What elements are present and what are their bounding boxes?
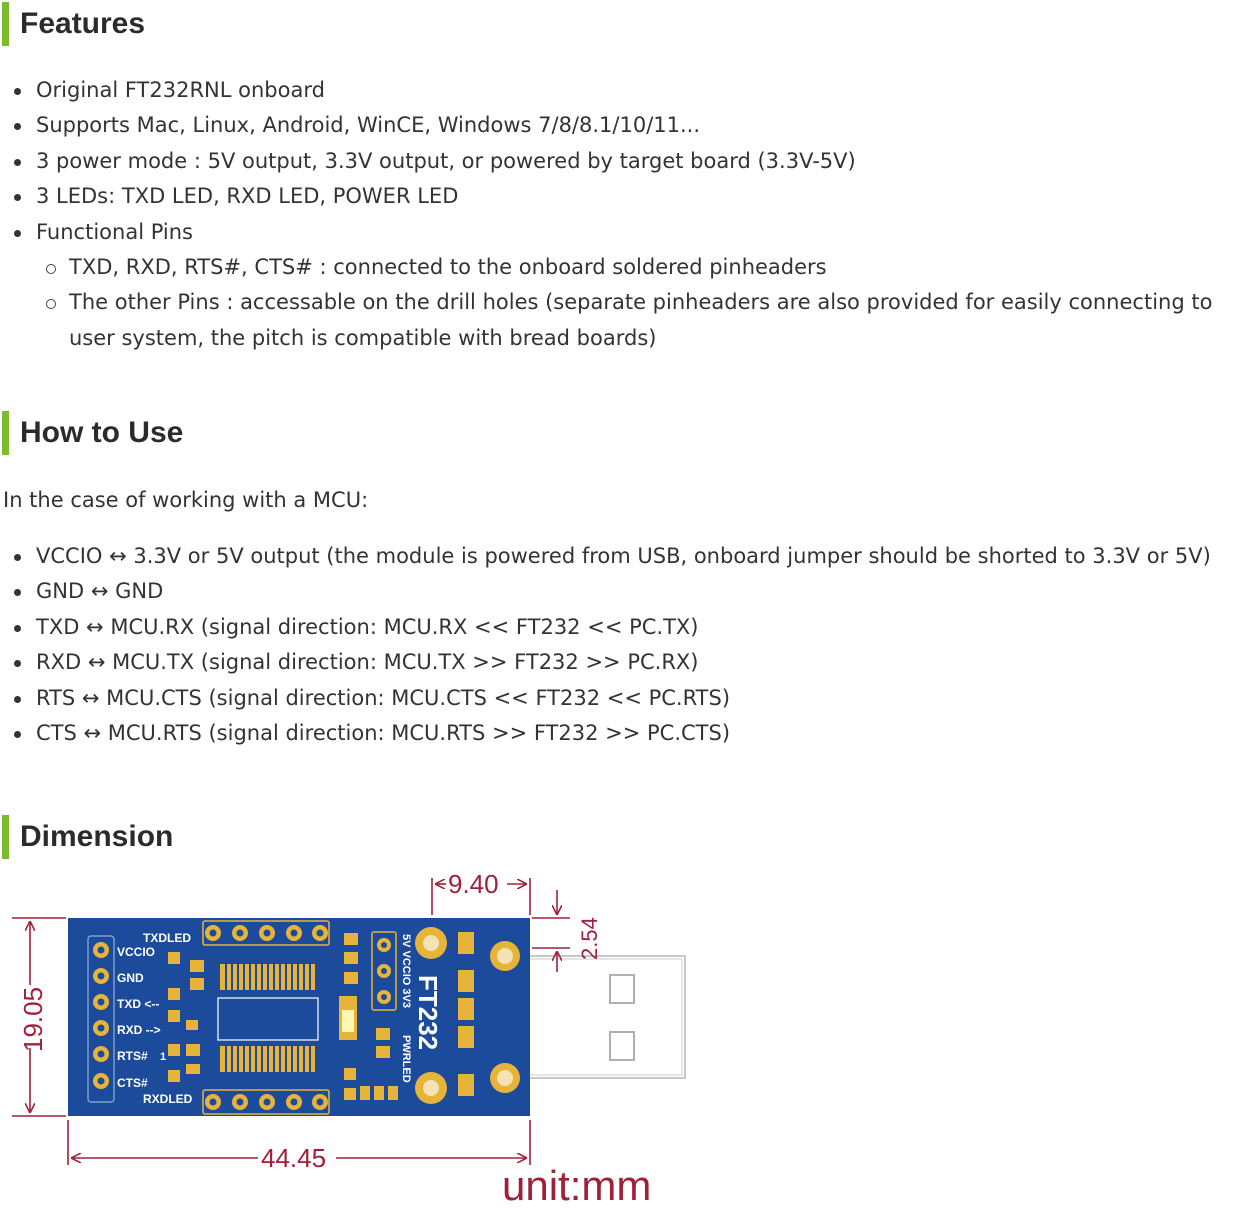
chip-label: FT232 — [413, 975, 443, 1050]
usb-connector — [499, 955, 686, 1079]
pin-label-rxd: RXD --> — [117, 1023, 161, 1037]
list-item: Supports Mac, Linux, Android, WinCE, Win… — [14, 108, 1236, 143]
dimension-drawing: VCCIO GND TXD <-- RXD --> RTS# CTS# TXDL… — [12, 869, 686, 1209]
list-item: TXD ↔ MCU.RX (signal direction: MCU.RX <… — [14, 610, 1211, 645]
unit-label: unit:mm — [502, 1162, 651, 1209]
list-item-label: Functional Pins — [36, 219, 193, 244]
dimension-lines — [12, 878, 570, 1165]
pwrled-label: PWRLED — [400, 1035, 412, 1083]
jumper-label: 5V VCCIO 3V3 — [400, 934, 412, 1008]
power-led — [342, 1010, 354, 1032]
dim-pitch-label: 2.54 — [577, 917, 602, 960]
list-item: VCCIO ↔ 3.3V or 5V output (the module is… — [14, 539, 1211, 574]
list-item: CTS ↔ MCU.RTS (signal direction: MCU.RTS… — [14, 716, 1211, 751]
txdled-label: TXDLED — [143, 931, 191, 945]
list-item: Original FT232RNL onboard — [14, 73, 1236, 108]
list-item-functional-pins: Functional Pins TXD, RXD, RTS#, CTS# : c… — [14, 215, 1236, 357]
pcb-board: VCCIO GND TXD <-- RXD --> RTS# CTS# TXDL… — [68, 918, 530, 1116]
list-item: RTS ↔ MCU.CTS (signal direction: MCU.CTS… — [14, 681, 1211, 716]
list-item: 3 power mode : 5V output, 3.3V output, o… — [14, 144, 1236, 179]
features-heading: Features — [2, 2, 145, 46]
pin-label-vccio: VCCIO — [117, 945, 155, 959]
list-item: 3 LEDs: TXD LED, RXD LED, POWER LED — [14, 179, 1236, 214]
pin-label-gnd: GND — [117, 971, 144, 985]
dim-connector-label: 9.40 — [448, 869, 499, 899]
pin-label-txd: TXD <-- — [117, 997, 159, 1011]
features-list: Original FT232RNL onboard Supports Mac, … — [14, 73, 1236, 356]
howto-list: VCCIO ↔ 3.3V or 5V output (the module is… — [14, 539, 1211, 751]
dim-width-label: 44.45 — [261, 1143, 326, 1173]
howto-heading: How to Use — [2, 411, 183, 455]
list-item: GND ↔ GND — [14, 574, 1211, 609]
dim-height-label: 19.05 — [18, 987, 48, 1052]
sub-list-item: TXD, RXD, RTS#, CTS# : connected to the … — [46, 250, 1236, 285]
sub-list: TXD, RXD, RTS#, CTS# : connected to the … — [46, 250, 1236, 356]
dimension-heading: Dimension — [2, 815, 173, 859]
pin-label-cts: CTS# — [117, 1076, 148, 1090]
pin-label-rts: RTS# — [117, 1049, 148, 1063]
howto-intro: In the case of working with a MCU: — [3, 488, 369, 512]
rxdled-label: RXDLED — [143, 1092, 193, 1106]
list-item: RXD ↔ MCU.TX (signal direction: MCU.TX >… — [14, 645, 1211, 680]
sub-list-item: The other Pins : accessable on the drill… — [46, 285, 1236, 356]
pin-one-label: 1 — [160, 1051, 166, 1063]
